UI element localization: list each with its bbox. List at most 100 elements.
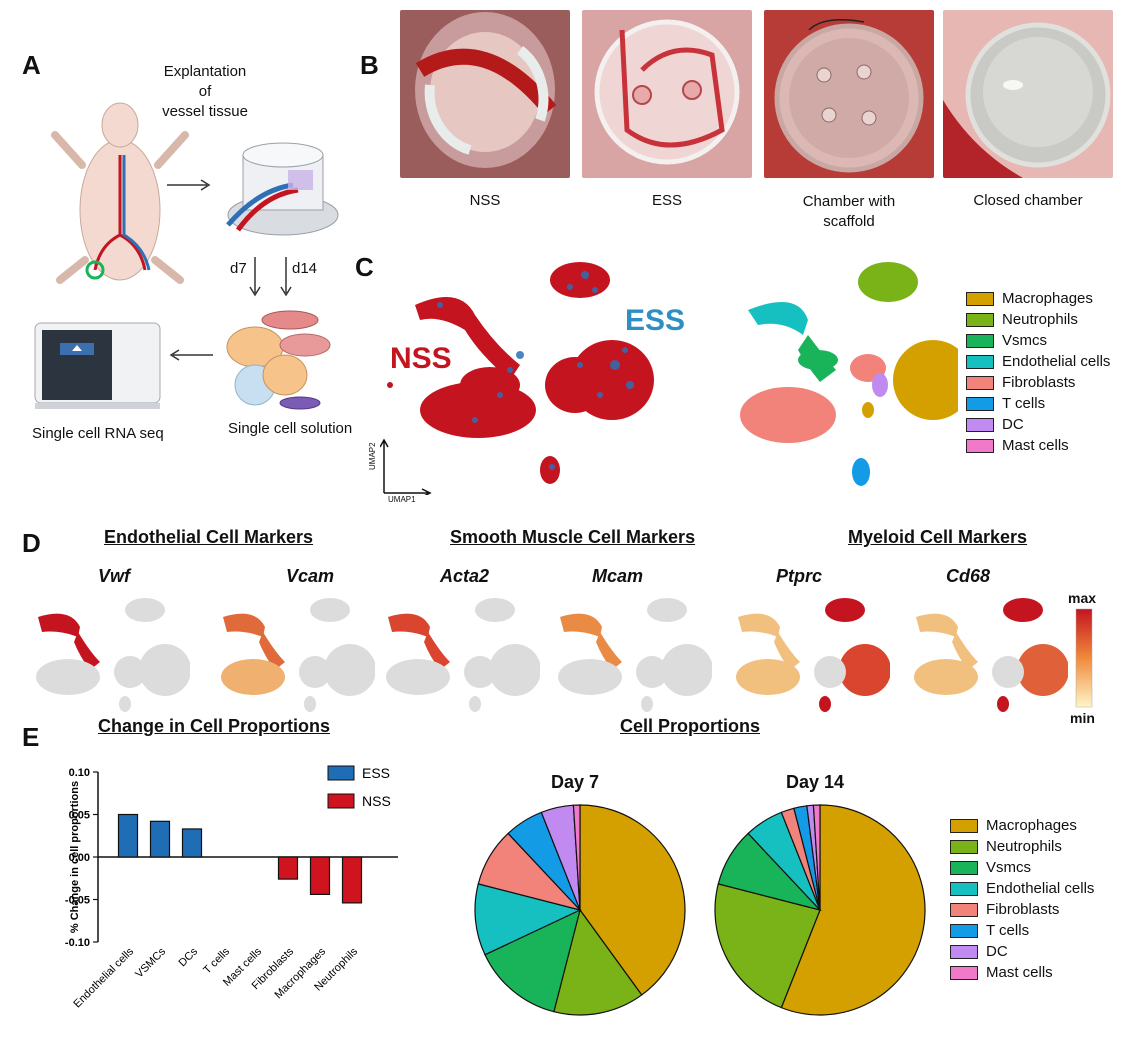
legend-swatch [966, 438, 994, 453]
feature-region [636, 656, 668, 688]
legend-swatch [966, 312, 994, 327]
feature-region [469, 696, 481, 712]
legend-swatch [950, 818, 978, 833]
feature-region [916, 613, 958, 637]
pie-chart-day14 [714, 804, 926, 1016]
legend-label: Vsmcs [986, 859, 1031, 876]
caption-closed-chamber: Closed chamber [973, 192, 1083, 209]
explant-label-line: Explantation [163, 63, 247, 80]
legend-item: Mast cells [950, 962, 1094, 983]
legend-swatch [966, 291, 994, 306]
legend-item: T cells [950, 920, 1094, 941]
umap1-label: UMAP1 [388, 495, 416, 504]
feature-region [992, 656, 1024, 688]
feature-region [952, 632, 978, 670]
bar-ess [117, 813, 139, 858]
gene-label-ptprc: Ptprc [776, 566, 823, 586]
feature-region [596, 632, 622, 670]
bar-ess [181, 828, 203, 858]
y-tick-label: 0.10 [69, 767, 90, 779]
bar-nss [277, 856, 299, 880]
feature-region [661, 644, 712, 696]
feature-region [825, 598, 865, 622]
cluster-endothelial [748, 302, 808, 335]
legend-label: Macrophages [986, 817, 1077, 834]
feature-region [424, 632, 450, 670]
feature-region [819, 696, 831, 712]
legend-label: T cells [986, 922, 1030, 939]
arrows-down-icon [249, 257, 292, 297]
panel-label-a: A [22, 50, 41, 80]
label-d14: d14 [292, 260, 318, 277]
legend-label: DC [1002, 416, 1024, 433]
pie-slice-endothelial-cells [474, 883, 582, 956]
feature-region [114, 656, 146, 688]
legend-swatch-ess [327, 765, 355, 781]
y-axis-label: % Change in cell proportions [69, 781, 81, 933]
caption-ess: ESS [651, 192, 682, 209]
feature-region [299, 656, 331, 688]
pie-slice-neutrophils [553, 908, 643, 1016]
legend-swatch [950, 923, 978, 938]
label-d7: d7 [230, 260, 247, 277]
feature-region [310, 598, 350, 622]
panel-label-d: D [22, 528, 41, 558]
feature-region [259, 632, 285, 670]
gene-label-vwf: Vwf [98, 566, 131, 586]
pie-title-day14: Day 14 [785, 772, 845, 792]
legend-label: Vsmcs [1002, 332, 1047, 349]
x-tick-label: Endothelial cells [71, 945, 136, 1010]
legend-item: DC [950, 941, 1094, 962]
cluster-neutrophils [858, 262, 918, 302]
cluster-fibroblasts [740, 387, 836, 443]
legend-item: T cells [966, 393, 1110, 414]
pie-slice-vsmcs [484, 908, 581, 1013]
feature-region [814, 656, 846, 688]
legend-swatch [950, 839, 978, 854]
feature-region [74, 632, 100, 670]
feature-plot-cd68 [914, 598, 1068, 712]
feature-region [324, 644, 375, 696]
pie-slice-macrophages [579, 804, 686, 996]
legend-item: Endothelial cells [950, 878, 1094, 899]
legend-label: Fibroblasts [986, 901, 1060, 918]
feature-region [464, 656, 496, 688]
explant-label: Explantation of vessel tissue [130, 62, 280, 122]
legend-swatch [950, 965, 978, 980]
legend-swatch [966, 417, 994, 432]
pie-chart-day7 [474, 804, 686, 1016]
umap-ess-label: ESS [625, 304, 685, 337]
legend-item: Vsmcs [966, 330, 1110, 351]
legend-label: Mast cells [1002, 437, 1069, 454]
pie-section-title: Cell Proportions [620, 716, 761, 736]
caption-chamber-scaffold: Chamber with scaffold [764, 192, 934, 232]
gene-label-acta2: Acta2 [440, 566, 490, 586]
legend-swatch [950, 944, 978, 959]
gene-label-vcam: Vcam [286, 566, 335, 586]
pie-slice-neutrophils [714, 883, 821, 1009]
feature-region [914, 659, 978, 695]
celltype-legend-c: Macrophages Neutrophils Vsmcs Endothelia… [966, 288, 1110, 456]
chamber-illustration [226, 142, 339, 236]
umap-celltype-plot [740, 262, 958, 486]
y-tick-label: 0.05 [69, 810, 90, 822]
legend-label: Endothelial cells [1002, 353, 1111, 370]
feature-plot-acta2 [386, 598, 540, 712]
legend-swatch [966, 375, 994, 390]
legend-label: Neutrophils [1002, 311, 1078, 328]
umap-condition-plot: NSS ESS [380, 262, 685, 495]
feature-plot-mcam [558, 598, 712, 712]
feature-region [304, 696, 316, 712]
colorbar-min-label: min [1070, 710, 1095, 726]
cluster-tcells [852, 458, 870, 486]
x-tick-label: T cells [201, 945, 232, 976]
feature-region [38, 613, 80, 637]
y-tick-label: 0.00 [69, 852, 90, 864]
legend-item: DC [966, 414, 1110, 435]
bar-chart-title: Change in Cell Proportions [98, 716, 331, 736]
feature-plot-vcam [221, 598, 375, 712]
legend-label: Endothelial cells [986, 880, 1095, 897]
panel-label-b: B [360, 50, 379, 80]
feature-region [558, 659, 622, 695]
pie-title-day7: Day 7 [550, 772, 600, 792]
